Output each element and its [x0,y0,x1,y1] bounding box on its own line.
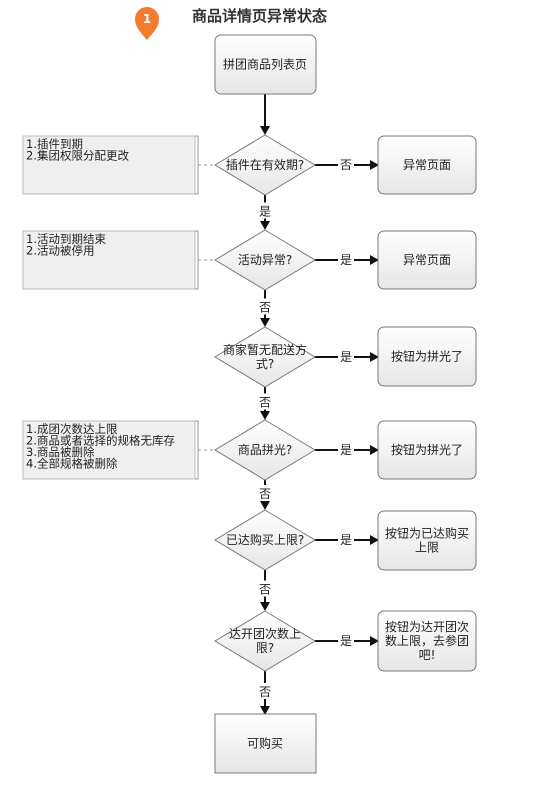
decision-label: 商家暂无配送方 [223,342,307,357]
note-box [22,230,196,290]
edge-label-right: 是 [340,253,352,267]
decision-label: 活动异常? [238,253,292,267]
note-line: 2.商品或者选择的规格无库存 [26,434,175,448]
result-label: 按钮为达开团次 [385,619,469,634]
edge-label-right-bg [338,632,354,648]
nodes-layer: 拼团商品列表页插件在有效期?异常页面活动异常?异常页面商家暂无配送方式?按钮为拼… [214,34,477,774]
result-label: 按钮为已达购买 [385,526,469,541]
note-box [22,135,196,195]
result-label: 上限 [415,541,439,555]
start-box [214,34,317,95]
result-label: 按钮为拼光了 [391,442,463,457]
edge-label-right: 是 [340,634,352,648]
edge-label-down: 是 [259,205,271,219]
end-label: 可购买 [247,736,283,751]
end-box [214,713,317,774]
edge-label-down-bg [257,393,273,410]
decision-label: 式? [256,357,274,371]
decision-diamond [214,509,316,571]
decision-diamond [214,419,316,481]
result-label: 数上限，去参团 [385,633,469,648]
note-line: 1.活动到期结束 [26,232,106,246]
result-box [377,510,477,571]
result-label: 异常页面 [403,158,451,172]
edge-label-down-bg [257,485,273,501]
page-title: 商品详情页异常状态 [192,7,327,25]
decision-node-5: 已达购买上限? [214,509,316,571]
result-node-3: 按钮为拼光了 [377,326,477,387]
result-label: 吧! [419,648,436,662]
edge-label-down-bg [257,202,273,219]
edge-label-down-bg [257,580,273,597]
result-box [377,326,477,387]
note-line: 3.商品被删除 [26,445,95,459]
decision-diamond [214,326,316,388]
result-label: 按钮为拼光了 [391,349,463,364]
decision-label: 达开团次数上 [229,626,301,641]
edge-label-down: 否 [259,396,271,410]
result-node-2: 异常页面 [377,230,477,290]
result-box [377,230,477,290]
edge-label-right: 是 [340,350,352,364]
edge-label-down: 否 [259,301,271,315]
edge-label-right-bg [338,156,354,172]
result-node-1: 异常页面 [377,135,477,195]
edge-label-right: 是 [340,533,352,547]
result-label: 异常页面 [403,253,451,267]
edge-label-down-bg [257,298,273,315]
decision-diamond [214,134,316,196]
result-box [377,420,477,480]
decision-label: 商品拼光? [238,442,292,457]
decision-diamond [214,610,316,672]
start-node: 拼团商品列表页 [214,34,317,95]
start-label: 拼团商品列表页 [223,57,307,72]
step-badge-icon [135,7,159,40]
decision-node-4: 商品拼光? [214,419,316,481]
edge-label-right: 否 [340,158,352,172]
note-line: 2.集团权限分配更改 [26,149,129,163]
result-node-4: 按钮为拼光了 [377,420,477,480]
decision-label: 插件在有效期? [226,157,304,172]
edge-label-down: 否 [259,685,271,699]
note-line: 4.全部规格被删除 [26,457,118,471]
decision-label: 限? [256,641,274,655]
decision-node-1: 插件在有效期? [214,134,316,196]
edge-label-right-bg [338,441,354,457]
end-node: 可购买 [214,713,317,774]
result-box [377,610,477,672]
header: 1 商品详情页异常状态 [135,7,327,40]
note-line: 2.活动被停用 [26,244,94,258]
decision-label: 已达购买上限? [226,532,304,547]
note-line: 1.成团次数达上限 [26,422,118,436]
edge-label-down: 否 [259,487,271,501]
decision-node-2: 活动异常? [214,229,316,291]
result-box [377,135,477,195]
edge-label-right-bg [338,348,354,364]
edge-label-right: 是 [340,443,352,457]
note-line: 1.插件到期 [26,137,83,151]
note-box [22,420,196,480]
edge-label-right-bg [338,531,354,547]
edge-label-right-bg [338,251,354,267]
edge-label-down: 否 [259,583,271,597]
edge-label-down-bg [257,683,273,699]
decision-diamond [214,229,316,291]
step-badge-number: 1 [143,12,151,26]
